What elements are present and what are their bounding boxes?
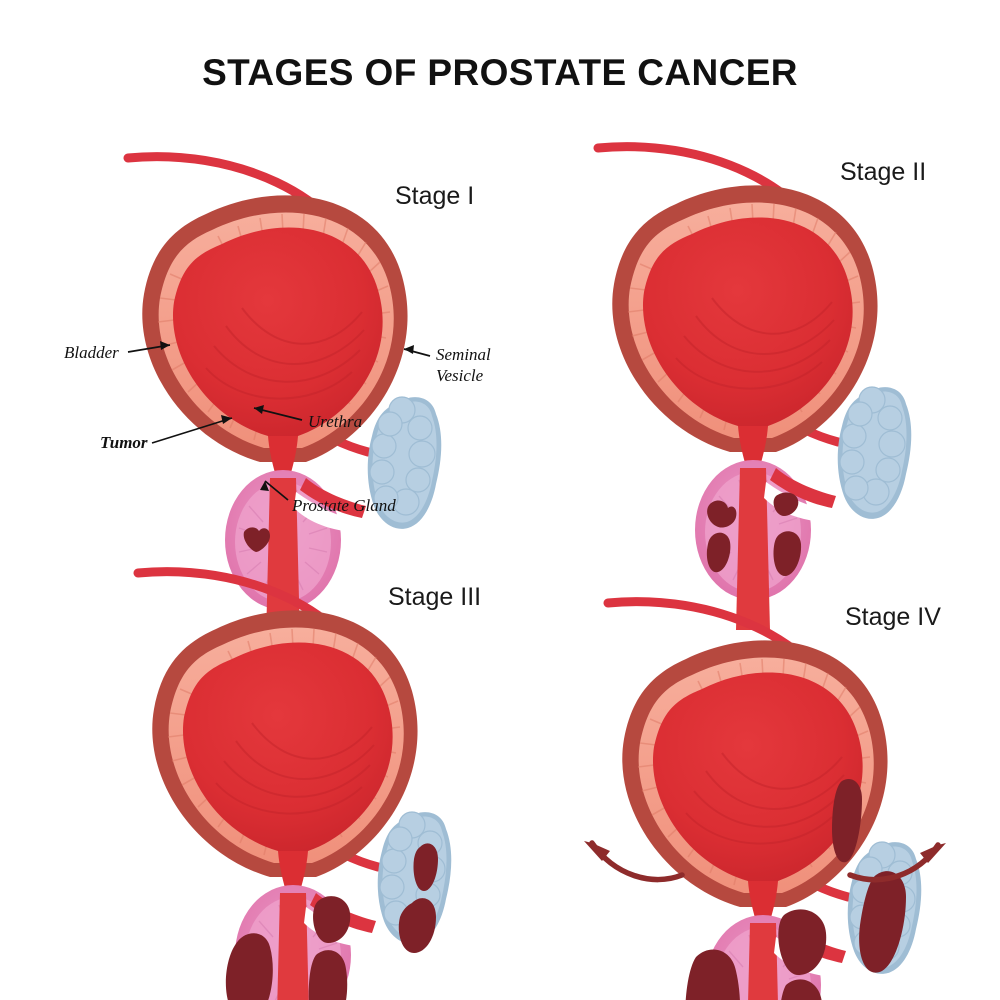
panel-stage-4: Stage IV bbox=[540, 575, 1000, 1000]
stage-label-1: Stage I bbox=[395, 182, 475, 210]
panel-stage-3: Stage III bbox=[70, 545, 530, 1000]
callout-seminal-vesicle: Seminal Vesicle bbox=[436, 344, 491, 387]
arrow-right-head bbox=[920, 843, 946, 863]
tumor-shapes bbox=[685, 779, 906, 1000]
page-title: STAGES OF PROSTATE CANCER bbox=[202, 52, 798, 93]
callout-bladder: Bladder bbox=[64, 343, 119, 362]
callout-seminal-vesicle-line1: Seminal bbox=[436, 345, 491, 364]
stage-2-illustration bbox=[530, 120, 912, 630]
tumor-shapes bbox=[225, 843, 438, 1000]
stage-3-illustration bbox=[70, 545, 452, 1000]
stage-label-4: Stage IV bbox=[845, 603, 941, 631]
callout-prostate-gland: Prostate Gland bbox=[292, 496, 396, 515]
stage-1-callout-lines bbox=[127, 341, 431, 501]
stage-label-3: Stage III bbox=[388, 583, 482, 611]
stage-label-2: Stage II bbox=[840, 158, 927, 186]
metastasis-arrowheads bbox=[584, 841, 946, 863]
callout-urethra: Urethra bbox=[308, 412, 363, 431]
stage-4-illustration bbox=[584, 575, 946, 1000]
panel-stage-2: Stage II bbox=[530, 120, 990, 630]
callout-tumor: Tumor bbox=[100, 433, 148, 452]
arrow-left-head bbox=[584, 841, 610, 861]
tumor-shapes bbox=[706, 492, 802, 576]
callout-seminal-vesicle-line2: Vesicle bbox=[436, 366, 484, 386]
seminal-vesicle-shape bbox=[837, 386, 912, 520]
tumor-shape bbox=[243, 527, 270, 552]
